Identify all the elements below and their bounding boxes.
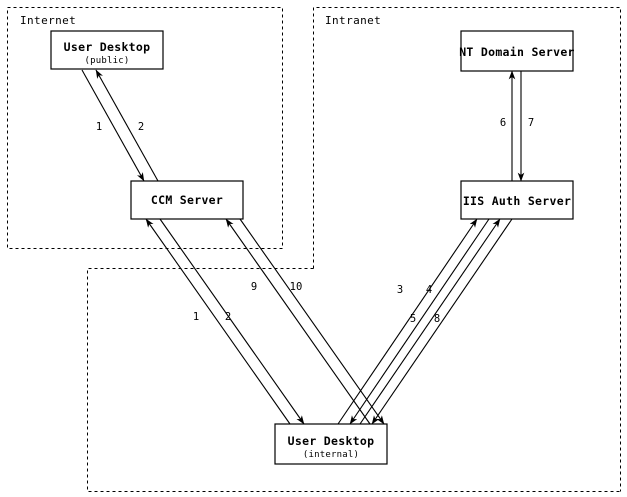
step-label-7: 7 (528, 117, 534, 129)
step-label-8: 8 (434, 313, 440, 325)
node-title-user-desktop-internal: User Desktop (288, 434, 375, 448)
node-title-nt-domain-server: NT Domain Server (459, 45, 575, 59)
node-iis-auth-server[interactable]: IIS Auth Server (460, 180, 574, 220)
step-label-1-public: 1 (96, 121, 102, 133)
node-user-desktop-internal[interactable]: User Desktop (internal) (274, 423, 388, 465)
node-box-iis-auth-server (460, 180, 574, 220)
step-label-10: 10 (290, 281, 303, 293)
zone-boundary-intranet (313, 7, 621, 492)
node-ccm-server[interactable]: CCM Server (130, 180, 244, 220)
flow-line-2-ccm-to-internal (159, 218, 305, 425)
zone-boundary-internal-network (87, 268, 621, 492)
node-box-nt-domain-server (460, 30, 574, 72)
step-label-5: 5 (410, 313, 416, 325)
step-label-9: 9 (251, 281, 257, 293)
node-user-desktop-public[interactable]: User Desktop (public) (50, 30, 164, 70)
step-label-2-public: 2 (138, 121, 144, 133)
node-nt-domain-server[interactable]: NT Domain Server (459, 30, 575, 72)
flow-line-2-ccm-to-public (95, 69, 159, 182)
flow-line-10-ccm-to-internal (239, 218, 385, 425)
step-label-1-internal: 1 (193, 311, 199, 323)
zone-label-internet: Internet (20, 14, 76, 27)
node-box-user-desktop-public (50, 30, 164, 70)
flow-line-3-internal-to-iis (337, 218, 478, 425)
flow-line-1-internal-to-ccm (145, 218, 291, 425)
flow-line-1-public-to-ccm (81, 69, 145, 182)
node-subtitle-user-desktop-internal: (internal) (303, 450, 359, 460)
step-label-6: 6 (500, 117, 506, 129)
flow-line-4-iis-to-internal (349, 218, 490, 425)
node-box-user-desktop-internal (274, 423, 388, 465)
step-label-4: 4 (426, 284, 432, 296)
node-title-user-desktop-public: User Desktop (64, 40, 151, 54)
zone-label-intranet: Intranet (325, 14, 381, 27)
flow-line-8-iis-to-internal (371, 218, 513, 425)
step-label-2-internal: 2 (225, 311, 231, 323)
node-title-iis-auth-server: IIS Auth Server (463, 194, 571, 208)
node-title-ccm-server: CCM Server (151, 193, 223, 207)
step-label-3: 3 (397, 284, 403, 296)
node-subtitle-user-desktop-public: (public) (85, 56, 130, 66)
flow-line-9-internal-to-ccm (225, 218, 371, 425)
flow-line-5-internal-to-iis (359, 218, 501, 425)
node-box-ccm-server (130, 180, 244, 220)
